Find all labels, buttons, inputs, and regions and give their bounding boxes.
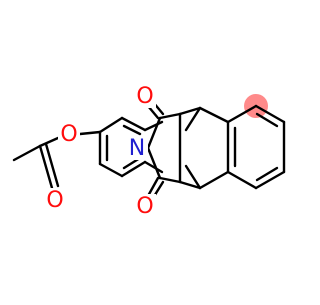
bond-ring2-d (254, 170, 286, 190)
n-imide-label: N (129, 136, 145, 161)
bond-methyl (12, 144, 42, 162)
o-ester-label: O (60, 122, 77, 147)
bond-cage-1 (178, 106, 202, 116)
o-imide-bottom-label: O (136, 194, 153, 219)
bond-ring3-a (143, 120, 164, 132)
bond-c-eq-o-2 (44, 142, 60, 188)
bond-cage-4 (198, 170, 230, 190)
o-carbonyl-label: O (46, 188, 63, 213)
bond-ring1-e (98, 162, 124, 178)
atom-labels: O O N O O (44, 84, 156, 219)
molecule-structure-diagram: O O N O O (12, 84, 286, 219)
bond-o-aryl (78, 130, 102, 136)
n-imide-halo (126, 136, 148, 160)
bond-ring2-inner-2 (255, 166, 279, 182)
bond-c-ch-top (158, 112, 182, 120)
bond-cage-2 (178, 180, 202, 190)
o-imide-bottom-halo (134, 194, 156, 218)
bond-ring2-b (254, 104, 286, 124)
o-carbonyl-halo (44, 188, 66, 212)
o-imide-top-label: O (136, 84, 153, 109)
bond-carbonyl-c-o (38, 136, 60, 148)
bond-cage-6 (184, 164, 202, 190)
structure-canvas: O O N O O (12, 84, 286, 219)
bond-cage-5 (184, 106, 202, 132)
bond-c-eq-o-bottom-1 (146, 176, 160, 198)
bond-ring2-a (226, 104, 258, 124)
bond-ring2-e (226, 170, 258, 190)
bond-n-c-bottom (146, 146, 162, 180)
bond-ring1-b (120, 116, 147, 132)
o-imide-top-halo (134, 84, 156, 108)
o-ester-halo (58, 122, 80, 146)
bond-c-eq-o-1 (38, 144, 54, 190)
bond-ring1-a (98, 116, 124, 134)
bond-ring2-inner-1 (255, 112, 279, 128)
bond-ring1-d (120, 160, 147, 178)
bond-cage-3 (198, 106, 230, 124)
bond-c-ch-bottom (158, 176, 182, 184)
bond-ring3-b (143, 160, 164, 174)
bond-ring1-inner-2 (122, 124, 142, 136)
bonds (12, 100, 286, 200)
